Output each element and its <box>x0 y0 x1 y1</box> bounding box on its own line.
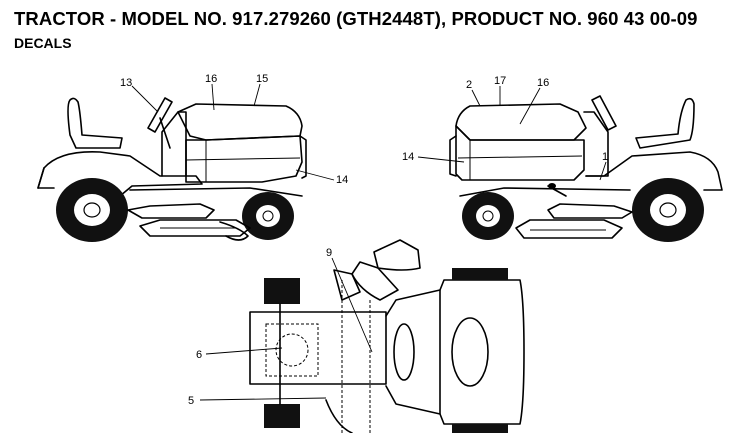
callout-6: 6 <box>196 349 202 361</box>
callout-9: 9 <box>326 247 332 259</box>
callout-15: 15 <box>256 73 268 85</box>
page-subtitle: DECALS <box>14 35 72 51</box>
callout-14-left: 14 <box>336 174 348 186</box>
callout-13: 13 <box>120 77 132 89</box>
callout-5: 5 <box>188 395 194 407</box>
callout-17: 17 <box>494 75 506 87</box>
tractor-top-view <box>249 239 525 433</box>
callout-14-right: 14 <box>402 151 414 163</box>
callout-16-left: 16 <box>205 73 217 85</box>
callout-16-right: 16 <box>537 77 549 89</box>
tractor-left-side-view <box>37 97 307 242</box>
page-title: TRACTOR - MODEL NO. 917.279260 (GTH2448T… <box>14 8 698 29</box>
callout-2: 2 <box>466 79 472 91</box>
callout-1: 1 <box>602 151 608 163</box>
tractor-right-side-view <box>449 95 723 242</box>
